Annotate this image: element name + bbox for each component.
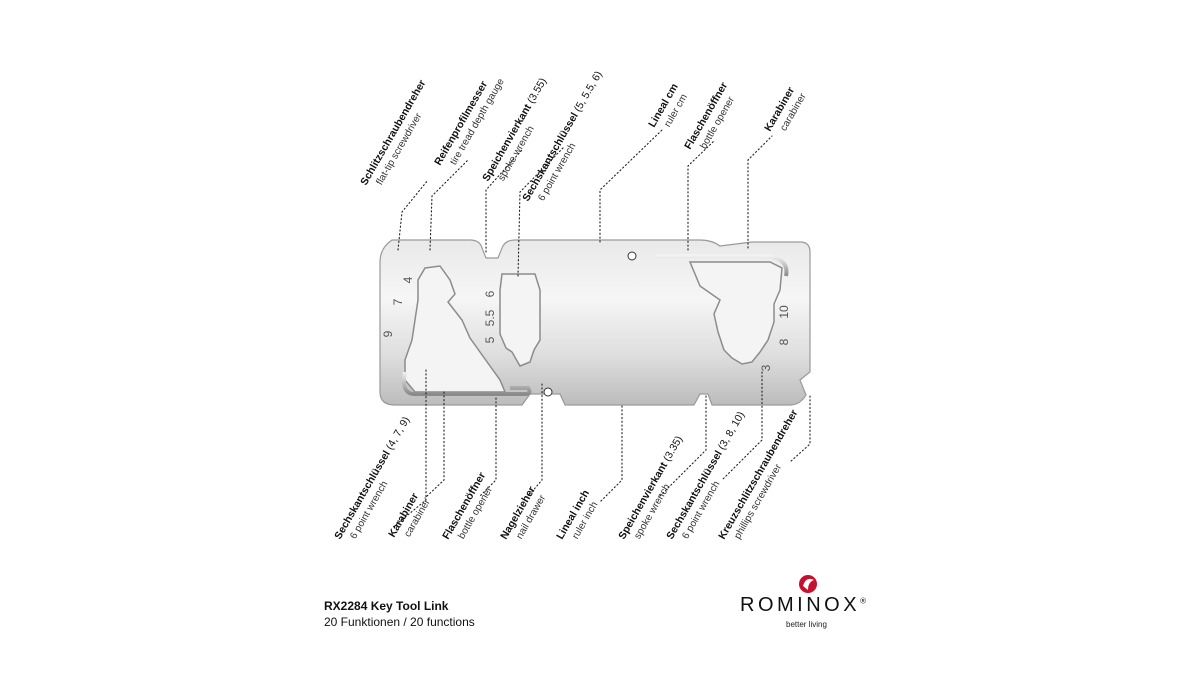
right-wrench-opening — [688, 261, 783, 365]
key-tool-illustration: 9 7 4 6 5.5 5 10 8 3 — [379, 239, 811, 406]
nail-drawer-hole — [543, 387, 553, 397]
product-caption: RX2284 Key Tool Link 20 Funktionen / 20 … — [324, 598, 475, 630]
leader-bottom-2 — [479, 397, 497, 497]
top-leader-lines — [397, 129, 773, 277]
leader-bottom-7 — [789, 395, 811, 463]
top-label-2: Speichenvierkant (3.55) spoke wrench — [477, 70, 563, 190]
top-label-4: Lineal cm ruler cm — [643, 76, 695, 136]
marking-right-1: 8 — [777, 338, 791, 345]
leader-top-3 — [517, 147, 564, 277]
brand-wordmark: ROMINOX — [740, 594, 861, 616]
leader-bottom-6 — [721, 371, 763, 481]
right-carabiner-wire — [656, 254, 789, 277]
top-label-6: Karabiner carabiner — [759, 79, 811, 140]
registered-mark: ® — [860, 596, 866, 606]
rominox-logo-mark — [799, 575, 817, 593]
bottom-label-2: Flaschenöffner bottle opener — [437, 464, 502, 548]
leader-top-0 — [397, 179, 429, 251]
bottom-label-4: Lineal inch ruler inch — [551, 482, 606, 548]
top-label-5: Flaschenöffner bottle opener — [679, 74, 744, 158]
left-carabiner-wire — [401, 371, 532, 397]
left-wrench-opening — [404, 265, 507, 393]
product-title: RX2284 Key Tool Link — [324, 599, 449, 613]
marking-left-2: 4 — [401, 276, 415, 283]
bottom-leader-lines — [391, 369, 811, 529]
leader-bottom-3 — [529, 383, 543, 495]
leader-top-4 — [599, 129, 663, 243]
marking-right-0: 10 — [777, 305, 791, 319]
brand-tagline: better living — [786, 620, 827, 629]
leader-bottom-1 — [424, 391, 445, 499]
keyring-hole — [627, 251, 637, 261]
marking-middle-2: 5 — [483, 336, 497, 343]
marking-left-0: 9 — [381, 330, 395, 337]
bottom-labels: Sechskantschlüssel (4, 7, 9) 6 point wre… — [332, 408, 800, 548]
leader-bottom-4 — [599, 405, 623, 503]
leader-top-2 — [485, 149, 523, 253]
marking-left-1: 7 — [391, 298, 405, 305]
bottom-label-1: Karabiner carabiner — [383, 485, 435, 546]
top-labels: Schlitzschraubendreher flat-tip screwdri… — [355, 69, 811, 203]
leader-top-6 — [747, 135, 773, 249]
leader-top-1 — [429, 159, 469, 251]
leader-bottom-0 — [391, 369, 427, 529]
product-subtitle: 20 Funktionen / 20 functions — [324, 615, 475, 629]
bottom-label-3: Nagelzieher nail drawer — [495, 479, 552, 548]
leader-top-5 — [687, 139, 716, 251]
middle-wrench-slot — [499, 273, 541, 367]
marking-right-2: 3 — [759, 364, 773, 371]
marking-middle-1: 5.5 — [483, 309, 497, 326]
marking-middle-0: 6 — [483, 290, 497, 297]
top-label-0: Schlitzschraubendreher flat-tip screwdri… — [355, 72, 442, 194]
brand-name: ROMINOX® — [740, 594, 866, 617]
logo-swirl — [803, 578, 814, 590]
leader-bottom-5 — [659, 395, 707, 497]
